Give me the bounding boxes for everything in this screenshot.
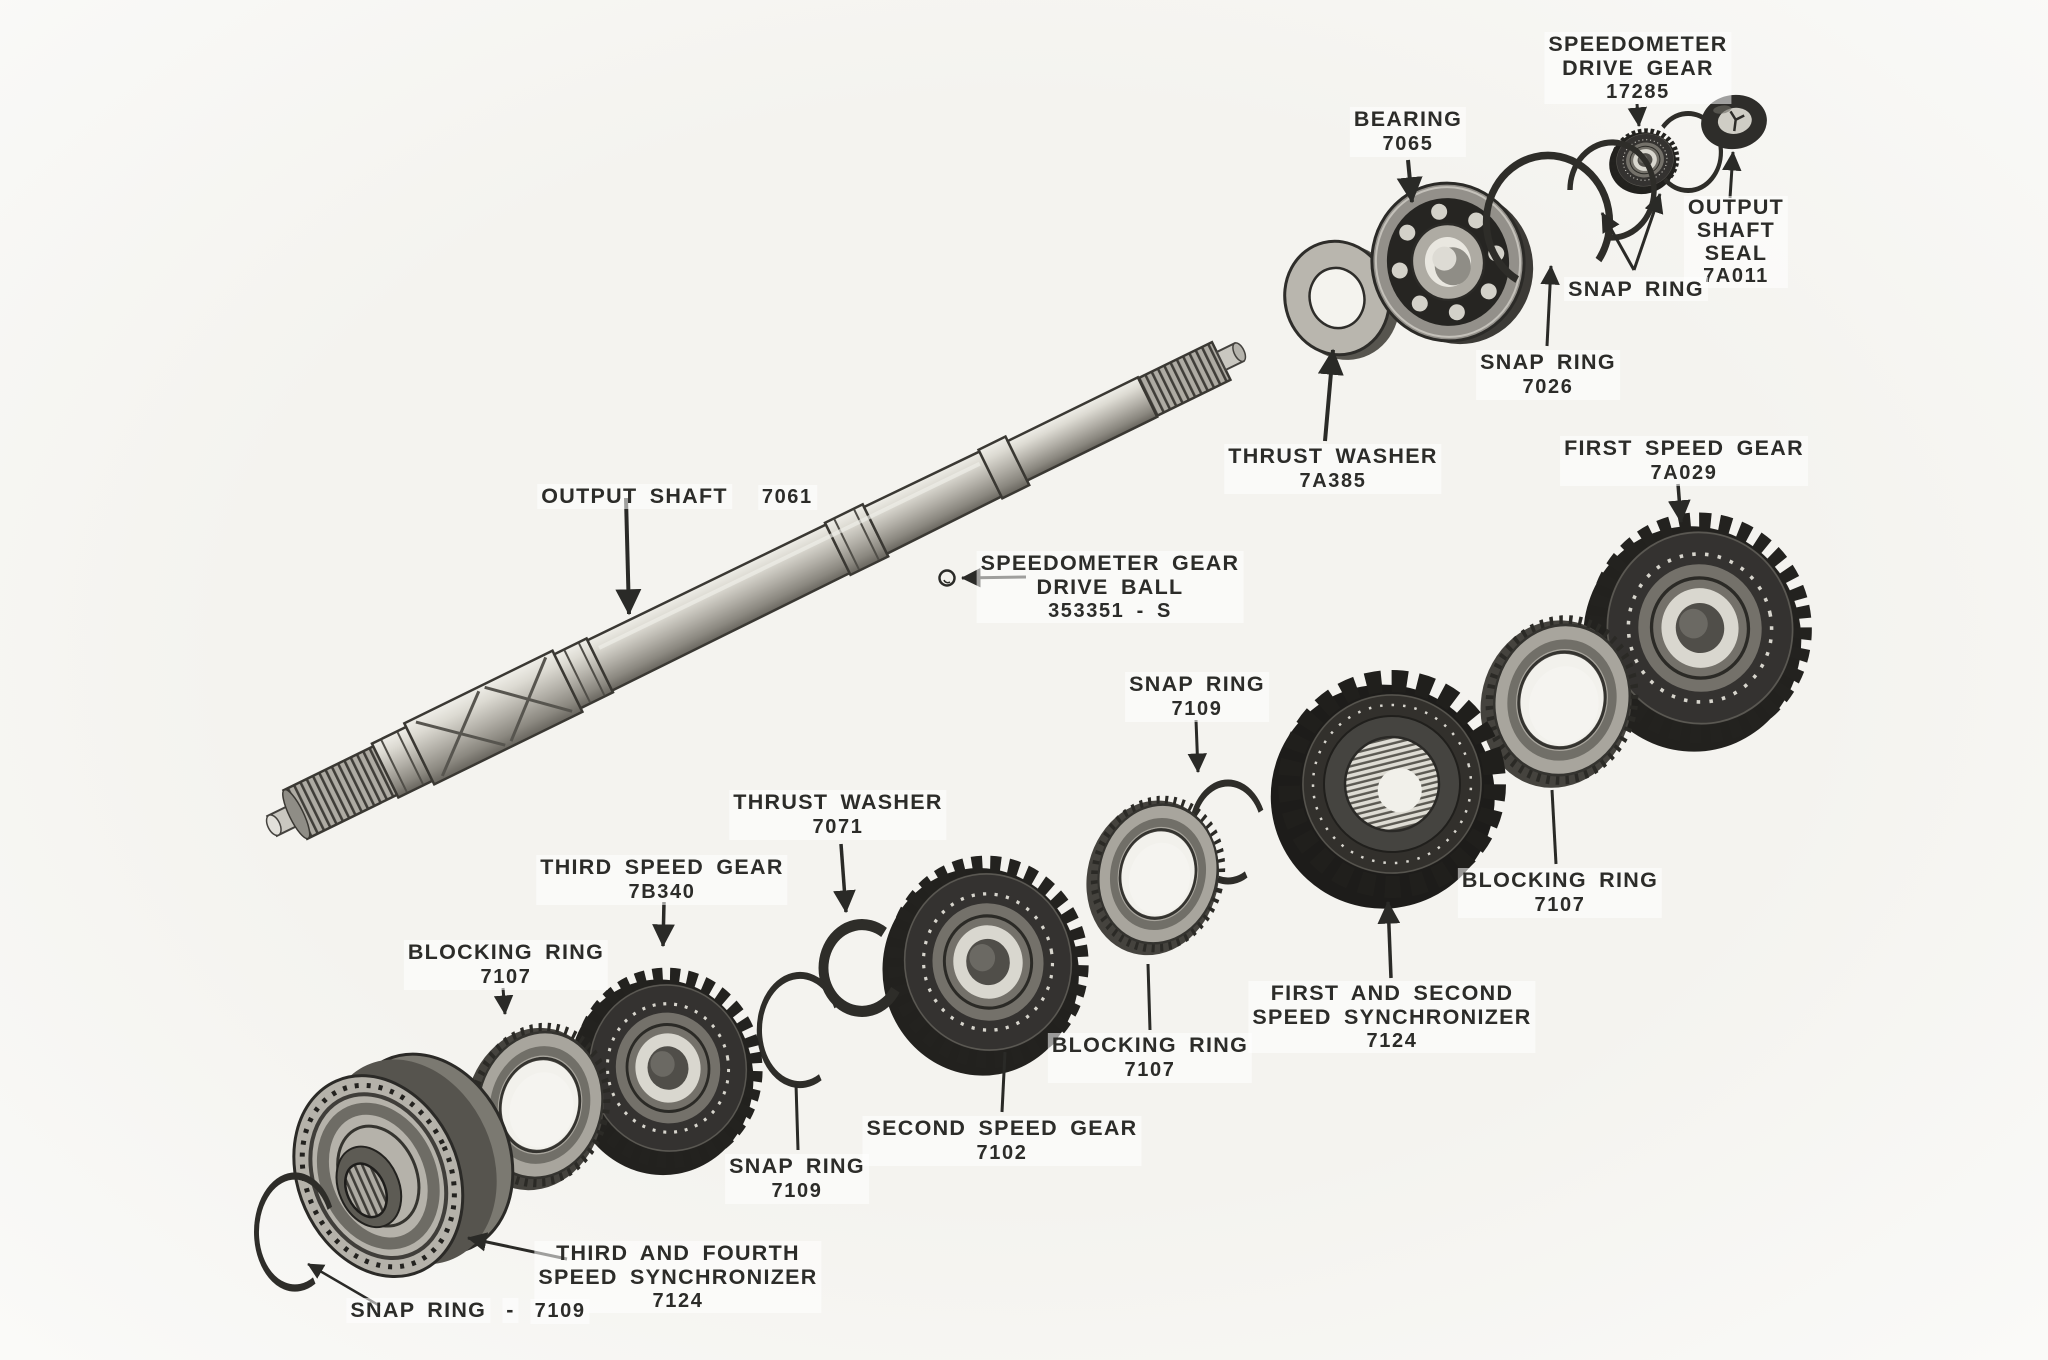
- arrow-tw-7071: [833, 843, 856, 914]
- arrow-sync-1-2: [1377, 900, 1401, 979]
- third-fourth-synchronizer-drawing: [292, 1052, 515, 1279]
- part-number: 7065: [1349, 132, 1467, 157]
- arrow-snapring-v-left: [1600, 212, 1636, 271]
- part-name: THIRD AND FOURTH: [534, 1241, 822, 1265]
- part-name: DRIVE GEAR: [1544, 56, 1732, 80]
- label-snap-ring-7109-lower: SNAP RING 7109: [725, 1154, 869, 1204]
- part-name: THRUST WASHER: [1224, 444, 1442, 469]
- part-name: SECOND SPEED GEAR: [862, 1116, 1142, 1141]
- part-name: SNAP RING: [1476, 350, 1620, 375]
- arrow-tw-7a385: [1317, 348, 1344, 442]
- part-name: SEAL: [1683, 242, 1789, 265]
- part-number: 7A385: [1224, 469, 1442, 494]
- part-name: THRUST WASHER: [729, 790, 947, 815]
- part-name: SNAP RING: [1564, 277, 1708, 301]
- part-name: SHAFT: [1683, 219, 1789, 242]
- label-snap-ring-7026: SNAP RING 7026: [1476, 350, 1620, 400]
- line-second-gear: [1000, 1051, 1007, 1113]
- part-number: 7061: [757, 485, 817, 510]
- part-name: SPEEDOMETER: [1544, 32, 1732, 56]
- part-name: BLOCKING RING: [403, 940, 609, 965]
- label-snap-ring-7109-mid: SNAP RING 7109: [1125, 672, 1269, 722]
- label-thrust-washer-7071: THRUST WASHER 7071: [729, 790, 947, 840]
- label-third-speed-gear: THIRD SPEED GEAR 7B340: [536, 855, 788, 905]
- part-name: OUTPUT SHAFT: [537, 484, 732, 509]
- first-second-synchronizer-drawing: [1270, 670, 1506, 909]
- part-name: OUTPUT: [1683, 196, 1789, 219]
- arrow-third-gear: [652, 901, 675, 948]
- part-number: 7107: [1047, 1058, 1253, 1083]
- speedometer-drive-gear-drawing: [1602, 124, 1684, 202]
- output-shaft-drawing: [265, 340, 1247, 841]
- label-blocking-ring-right: BLOCKING RING 7107: [1457, 868, 1663, 918]
- arrow-snapring-v-right: [1632, 193, 1664, 271]
- part-name: DRIVE BALL: [976, 575, 1244, 599]
- part-name: SPEEDOMETER GEAR: [976, 551, 1244, 575]
- label-bearing: BEARING 7065: [1349, 107, 1467, 157]
- part-number: 7107: [1457, 893, 1663, 918]
- label-output-shaft: OUTPUT SHAFT 7061: [537, 484, 817, 510]
- label-speedo-gear-drive-ball: SPEEDOMETER GEAR DRIVE BALL 353351 - S: [976, 551, 1244, 623]
- part-number: 7109: [530, 1299, 590, 1324]
- label-second-speed-gear: SECOND SPEED GEAR 7102: [862, 1116, 1142, 1166]
- part-name: FIRST SPEED GEAR: [1560, 436, 1808, 461]
- arrow-first-gear: [1667, 483, 1691, 524]
- part-name: SNAP RING: [1125, 672, 1269, 697]
- label-speedometer-drive-gear: SPEEDOMETER DRIVE GEAR 17285: [1544, 32, 1732, 104]
- label-blocking-ring-middle: BLOCKING RING 7107: [1047, 1033, 1253, 1083]
- part-number: 17285: [1544, 80, 1732, 104]
- part-name: SNAP RING: [725, 1154, 869, 1179]
- part-name: FIRST AND SECOND: [1248, 981, 1536, 1005]
- part-number: 7A029: [1560, 461, 1808, 486]
- part-name: SNAP RING: [346, 1298, 491, 1323]
- line-blocking-right: [1550, 789, 1558, 865]
- part-name: SPEED SYNCHRONIZER: [534, 1265, 822, 1289]
- label-output-shaft-seal: OUTPUT SHAFT SEAL 7A011: [1683, 196, 1789, 288]
- arrow-blocking-left: [493, 987, 514, 1015]
- part-name: BEARING: [1349, 107, 1467, 132]
- label-third-fourth-synchronizer: THIRD AND FOURTH SPEED SYNCHRONIZER 7124: [534, 1241, 822, 1313]
- part-number: 7102: [862, 1141, 1142, 1166]
- arrow-seal: [1722, 151, 1742, 199]
- part-number: 7109: [1125, 697, 1269, 722]
- part-name: SPEED SYNCHRONIZER: [1248, 1005, 1536, 1029]
- arrow-bearing: [1396, 159, 1423, 204]
- blocking-ring-middle-drawing: [1070, 784, 1237, 969]
- part-number: 7109: [725, 1179, 869, 1204]
- part-number-separator: -: [502, 1298, 519, 1323]
- arrow-snap-7109-mid: [1187, 719, 1208, 773]
- part-number: 7124: [1248, 1029, 1536, 1053]
- line-blocking-mid: [1146, 963, 1152, 1031]
- arrow-output-shaft: [615, 497, 642, 616]
- part-number: 353351 - S: [976, 599, 1244, 623]
- part-name: THIRD SPEED GEAR: [536, 855, 788, 880]
- part-name: BLOCKING RING: [1047, 1033, 1253, 1058]
- part-number: 7107: [403, 965, 609, 990]
- line-snap-7109-lower: [794, 1083, 800, 1151]
- part-name: BLOCKING RING: [1457, 868, 1663, 893]
- output-shaft-seal-drawing: [1701, 94, 1767, 150]
- part-number: 7026: [1476, 375, 1620, 400]
- label-snap-ring-speedo: SNAP RING: [1564, 277, 1708, 302]
- label-blocking-ring-left: BLOCKING RING 7107: [403, 940, 609, 990]
- arrow-snap-7026: [1540, 265, 1560, 347]
- part-number: 7071: [729, 815, 947, 840]
- label-thrust-washer-7a385: THRUST WASHER 7A385: [1224, 444, 1442, 494]
- label-first-speed-gear: FIRST SPEED GEAR 7A029: [1560, 436, 1808, 486]
- drive-ball-drawing: [938, 569, 956, 587]
- arrow-speedo-gear: [1627, 103, 1648, 127]
- label-snap-ring-7109-bottom: SNAP RING - 7109: [346, 1298, 590, 1324]
- part-number: 7A011: [1683, 265, 1789, 288]
- part-number: 7B340: [536, 880, 788, 905]
- label-first-second-synchronizer: FIRST AND SECOND SPEED SYNCHRONIZER 7124: [1248, 981, 1536, 1053]
